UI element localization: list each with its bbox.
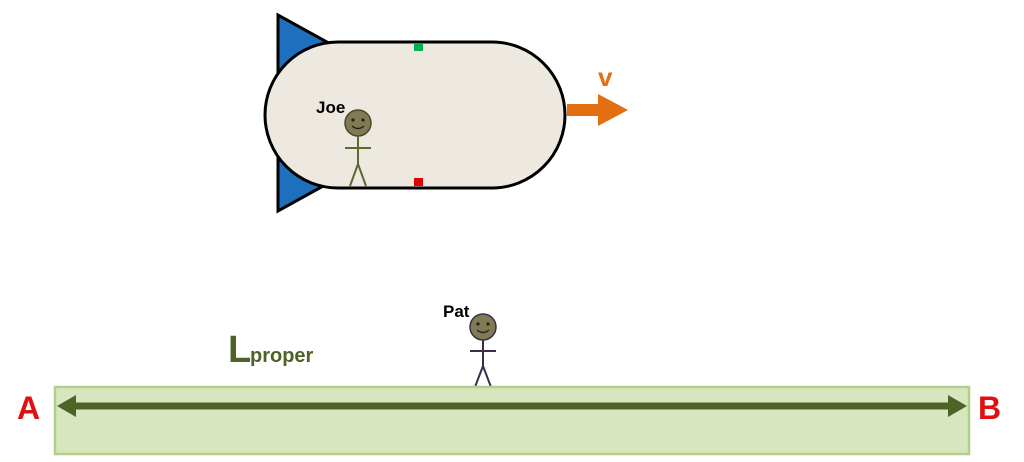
joe-label: Joe (316, 98, 345, 117)
ground-platform (53, 385, 971, 456)
spaceship: Joe (263, 12, 567, 214)
length-symbol: L (228, 329, 251, 371)
bottom-marker (414, 178, 423, 186)
length-subscript: proper (250, 345, 314, 367)
pat-head (469, 313, 497, 341)
length-arrowhead-right (948, 395, 967, 417)
endpoint-b: B (978, 390, 1001, 426)
joe-head (344, 109, 372, 137)
velocity-arrow: v (567, 62, 628, 126)
endpoint-a: A (17, 390, 40, 426)
velocity-arrow-shape (567, 94, 628, 126)
length-arrowhead-left (57, 395, 76, 417)
pat-figure (469, 313, 497, 388)
top-marker (414, 43, 423, 51)
joe-figure (344, 109, 372, 187)
velocity-label: v (598, 62, 613, 92)
pat-label: Pat (443, 302, 470, 321)
ship-hull (263, 40, 567, 190)
